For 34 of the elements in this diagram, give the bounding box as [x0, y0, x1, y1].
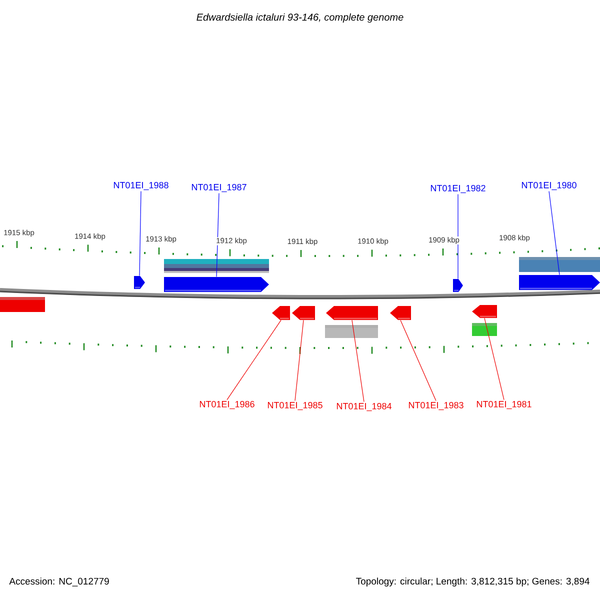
gene-feature	[390, 306, 411, 320]
gene-feature	[453, 279, 463, 292]
gene-feature	[134, 276, 145, 289]
feature-bar	[325, 325, 378, 338]
feature-bar	[164, 259, 269, 273]
footer-text: Topology: circular; Length: 3,812,315 bp; Genes: 3,894	[356, 578, 590, 586]
feature-bar	[472, 323, 497, 336]
leader-line	[548, 190, 560, 276]
leader-line	[352, 320, 364, 402]
feature-bar	[519, 257, 600, 272]
leader-line	[294, 320, 304, 402]
gene-label: NT01EI_1985	[268, 402, 322, 410]
gene-feature	[164, 277, 269, 292]
gene-feature	[272, 306, 290, 320]
leader-line	[216, 192, 220, 278]
feature-bar	[0, 297, 45, 312]
footer-text: Accession: NC_012779	[9, 578, 109, 586]
leader-line	[139, 190, 142, 276]
gene-label: NT01EI_1982	[430, 184, 486, 194]
gene-label: NT01EI_1986	[200, 400, 254, 410]
leader-line	[400, 320, 436, 402]
gene-feature	[519, 275, 600, 290]
title: Edwardsiella ictaluri 93-146, complete genome	[196, 13, 404, 23]
gene-feature	[292, 306, 315, 320]
gene-label: NT01EI_1980	[522, 182, 576, 190]
gene-label: NT01EI_1988	[114, 182, 168, 190]
gene-label: NT01EI_1984	[336, 402, 392, 412]
gene-feature	[472, 305, 497, 318]
gene-label: NT01EI_1987	[192, 184, 246, 192]
gene-feature	[326, 306, 378, 320]
leader-line	[226, 320, 282, 400]
leader-line	[484, 318, 504, 400]
gene-label: NT01EI_1983	[408, 402, 464, 410]
gene-label: NT01EI_1981	[476, 400, 532, 410]
